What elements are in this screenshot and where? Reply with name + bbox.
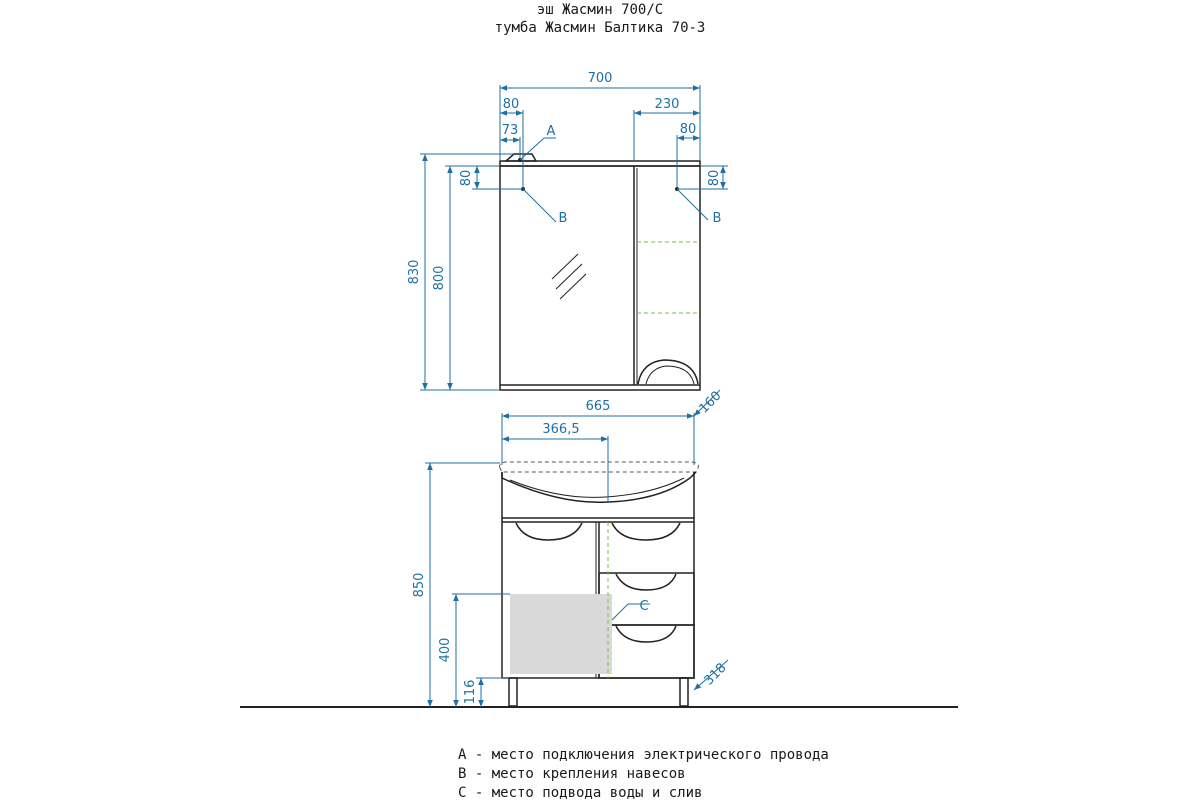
marker-a: A: [547, 124, 556, 139]
dim-vanity-366: 366,5: [542, 422, 579, 437]
leg-left: [508, 677, 518, 707]
dim-vanity-total-height: 850: [412, 573, 427, 598]
leg-right: [679, 677, 689, 707]
marker-c: C: [639, 599, 648, 614]
dim-cabinet-left-73: 73: [502, 123, 519, 138]
drawer-bottom: [598, 624, 695, 679]
legend-item-a: A - место подключения электрического про…: [458, 747, 829, 763]
drawer-handle-top: [611, 522, 681, 541]
dim-cabinet-right-80: 80: [680, 122, 697, 137]
door-handle-cutout: [637, 359, 699, 385]
title-line-2: тумба Жасмин Балтика 70-3: [494, 20, 706, 36]
mirror-glare-icon: [551, 253, 587, 300]
marker-b-right: B: [713, 211, 722, 226]
dim-cabinet-total-height: 830: [407, 260, 422, 285]
vanity-dimensions: [425, 389, 729, 707]
drawer-handle-bottom: [615, 625, 677, 643]
lamp-fixture: [504, 153, 538, 162]
dim-cabinet-right-230: 230: [655, 97, 680, 112]
drawer-handle-middle: [615, 573, 677, 591]
dim-cabinet-right-v80: 80: [707, 170, 722, 187]
dim-cabinet-left-v80: 80: [459, 170, 474, 187]
dim-vanity-depth-top: 160: [696, 388, 724, 416]
dim-vanity-width: 665: [586, 399, 611, 414]
sink-top-outline: [499, 461, 699, 473]
dim-cabinet-left-80: 80: [503, 97, 520, 112]
dim-vanity-116: 116: [463, 680, 478, 705]
mirror-cabinet: [499, 153, 701, 391]
sink-basin: [501, 471, 697, 504]
cabinet-body: [499, 165, 701, 391]
pipe-zone: [510, 594, 612, 674]
vanity-unit: [240, 461, 958, 708]
dim-cabinet-body-height: 800: [432, 266, 447, 291]
legend-item-b: B - место крепления навесов: [458, 766, 686, 782]
legend-item-c: C - место подвода воды и слив: [458, 785, 703, 801]
cabinet-dimensions: [420, 85, 728, 391]
door-handle-left: [515, 522, 583, 541]
marker-b-left: B: [559, 211, 568, 226]
dim-cabinet-width: 700: [588, 71, 613, 86]
title-line-1: эш Жасмин 700/С: [536, 2, 664, 18]
dim-vanity-depth-bottom: 318: [701, 660, 729, 688]
dim-vanity-400: 400: [438, 638, 453, 663]
